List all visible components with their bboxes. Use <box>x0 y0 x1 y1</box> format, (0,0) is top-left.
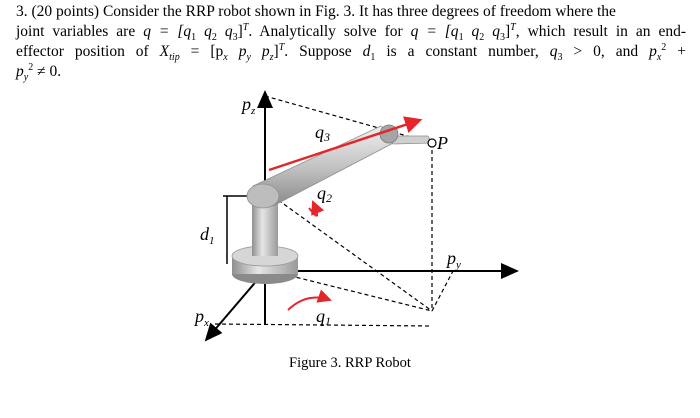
figure-caption: Figure 3. RRP Robot <box>289 355 411 371</box>
rrp-robot-figure: pz q3 q2 d1 P py px q1 <box>185 86 525 356</box>
problem-line-2: joint variables are q = [q1 q2 q3]T. Ana… <box>16 21 686 44</box>
problem-line-4: py2 ≠ 0. <box>16 61 62 84</box>
label-q1: q1 <box>316 306 331 328</box>
problem-statement: 3. (20 points) Consider the RRP robot sh… <box>16 2 686 84</box>
problem-line-3: effector position of Xtip = [px py pz]T.… <box>16 41 686 64</box>
problem-line-1: 3. (20 points) Consider the RRP robot sh… <box>16 3 616 20</box>
robot-base <box>231 245 299 284</box>
q1-arc-arrow <box>287 289 332 311</box>
label-pz: pz <box>240 94 256 117</box>
label-q2: q2 <box>317 183 332 205</box>
q3-arrow <box>268 116 423 172</box>
label-d1: d1 <box>200 224 215 247</box>
dashed-projection-lines <box>214 95 454 327</box>
q2-arc-arrow <box>308 200 325 217</box>
label-py: py <box>445 248 461 271</box>
label-q3: q3 <box>315 122 330 144</box>
end-effector-point <box>427 138 437 148</box>
label-px: px <box>193 306 209 329</box>
label-P: P <box>436 133 448 153</box>
robot-prismatic-link <box>379 124 433 145</box>
